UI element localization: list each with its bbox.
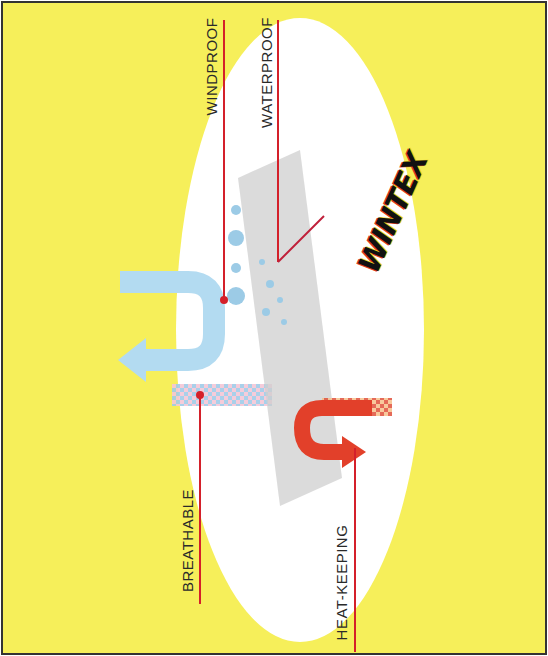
droplet [266, 280, 274, 288]
feature-label: WATERPROOF [257, 17, 274, 128]
heat-arrow [302, 408, 372, 452]
leader-line [223, 20, 225, 300]
droplet [231, 205, 241, 215]
droplet [259, 259, 265, 265]
droplet [227, 287, 245, 305]
wind-arrowhead [118, 338, 146, 382]
leader-line [277, 20, 279, 262]
vapour-band [172, 384, 272, 406]
feature-label: HEAT-KEEPING [333, 524, 350, 640]
leader-dot [196, 391, 204, 399]
droplet [231, 263, 241, 273]
leader-line [354, 448, 356, 652]
leader-line [199, 395, 201, 604]
droplet [277, 297, 283, 303]
droplet [281, 319, 287, 325]
leader-dot [220, 296, 228, 304]
feature-label: BREATHABLE [179, 488, 196, 591]
feature-label: WINDPROOF [203, 17, 220, 115]
droplet [262, 308, 270, 316]
droplet [228, 230, 244, 246]
leader-line [278, 216, 324, 262]
